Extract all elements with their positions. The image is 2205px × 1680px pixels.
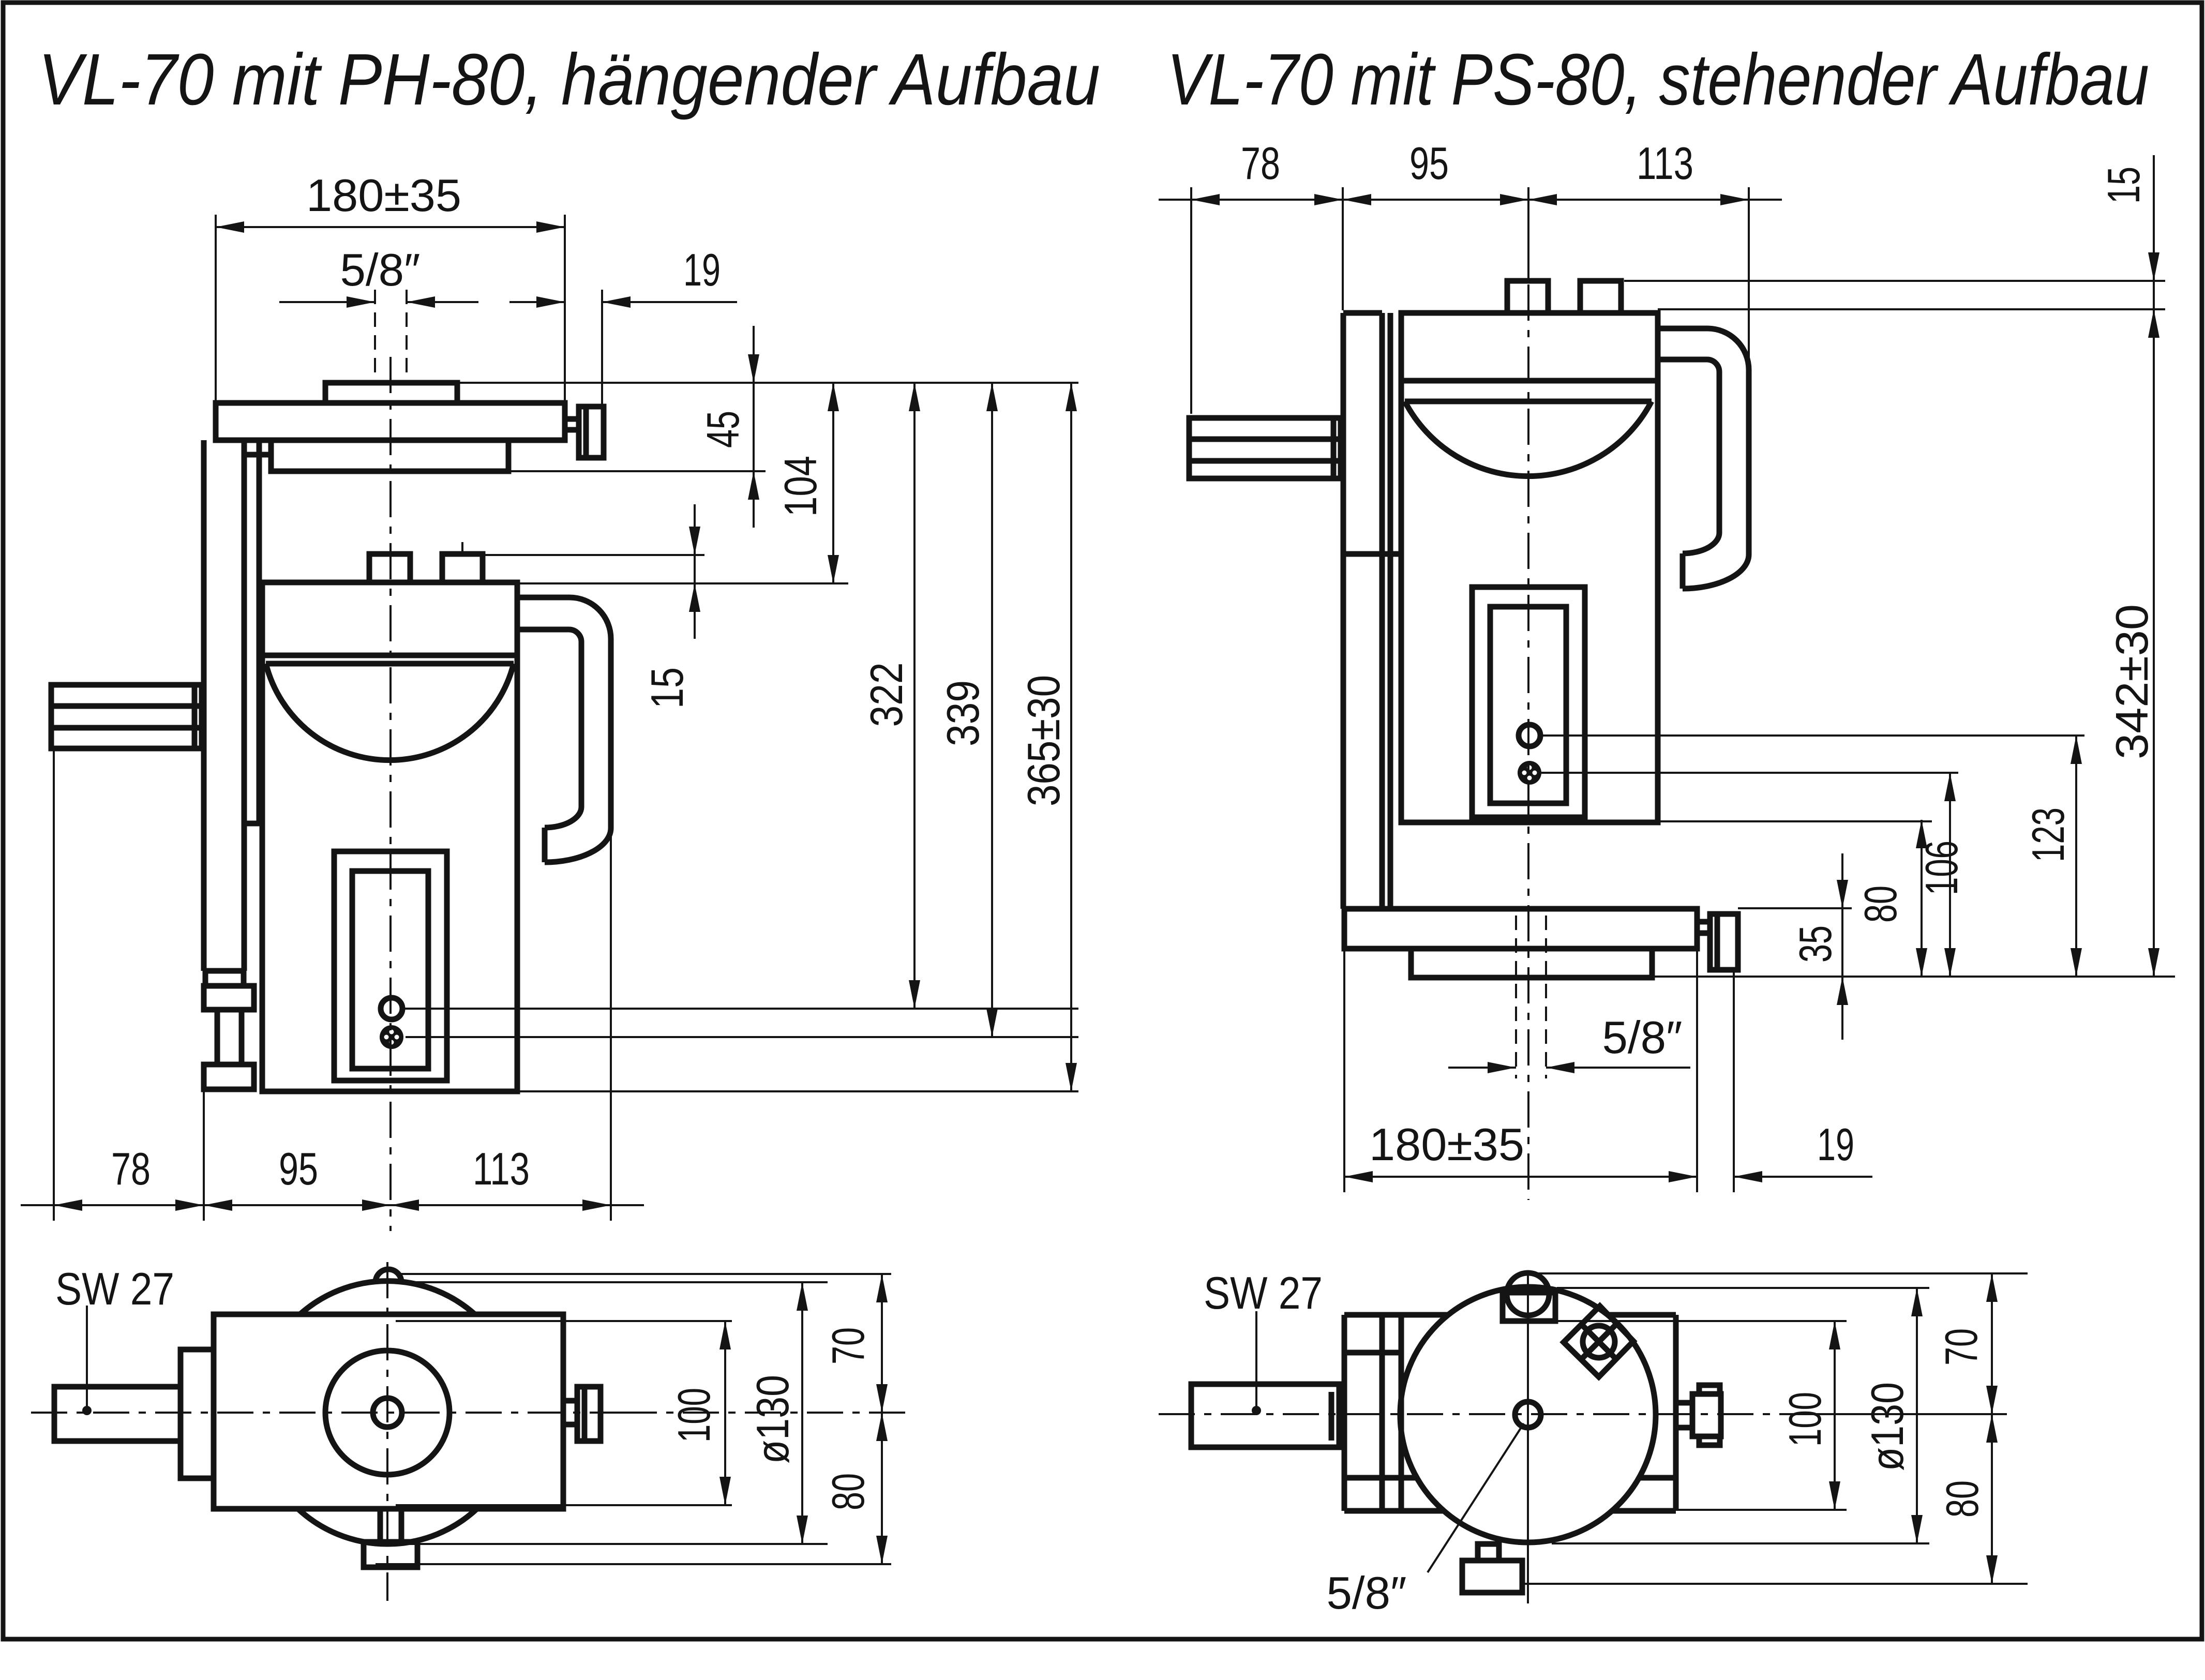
svg-text:19: 19	[683, 244, 721, 295]
svg-text:15: 15	[2098, 167, 2149, 204]
svg-text:100: 100	[1779, 1392, 1831, 1447]
svg-text:45: 45	[697, 411, 748, 448]
svg-text:35: 35	[1790, 925, 1841, 963]
svg-text:5/8″: 5/8″	[1602, 1012, 1683, 1063]
svg-text:5/8″: 5/8″	[1327, 1567, 1407, 1618]
svg-text:80: 80	[1937, 1480, 1988, 1518]
svg-text:15: 15	[641, 667, 693, 709]
svg-text:342±30: 342±30	[2106, 604, 2157, 759]
svg-text:70: 70	[1936, 1328, 1987, 1366]
svg-text:80: 80	[1855, 886, 1906, 923]
svg-text:95: 95	[279, 1143, 318, 1194]
svg-text:106: 106	[1916, 841, 1967, 895]
svg-text:322: 322	[861, 663, 912, 727]
svg-text:180±35: 180±35	[1369, 1119, 1524, 1170]
svg-text:SW 27: SW 27	[1204, 1267, 1323, 1318]
svg-text:339: 339	[937, 680, 988, 746]
svg-text:70: 70	[822, 1327, 874, 1364]
svg-text:113: 113	[473, 1143, 530, 1194]
svg-text:VL-70 mit PS-80, stehender Auf: VL-70 mit PS-80, stehender Aufbau	[1167, 38, 2149, 120]
svg-text:VL-70 mit PH-80, hängender Auf: VL-70 mit PH-80, hängender Aufbau	[38, 38, 1100, 120]
svg-text:SW 27: SW 27	[55, 1263, 174, 1314]
svg-text:104: 104	[775, 456, 826, 517]
svg-text:100: 100	[668, 1388, 719, 1443]
svg-text:ø130: ø130	[1862, 1382, 1913, 1471]
svg-text:5/8″: 5/8″	[340, 244, 421, 295]
svg-text:19: 19	[1817, 1119, 1854, 1170]
svg-text:78: 78	[111, 1143, 151, 1194]
svg-text:80: 80	[822, 1473, 874, 1510]
svg-text:78: 78	[1241, 138, 1280, 189]
svg-text:113: 113	[1637, 138, 1693, 189]
svg-text:180±35: 180±35	[306, 170, 461, 221]
svg-text:123: 123	[2022, 807, 2074, 862]
svg-text:365±30: 365±30	[1018, 675, 1069, 806]
svg-text:95: 95	[1409, 138, 1449, 189]
svg-text:ø130: ø130	[747, 1375, 798, 1464]
